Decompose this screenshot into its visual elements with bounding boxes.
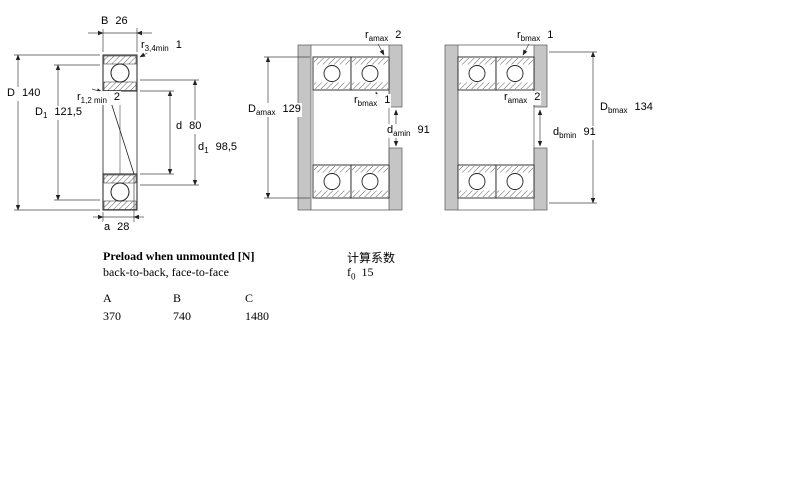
dim-label-D: D 140: [6, 87, 42, 102]
dim-subscript: 1: [42, 111, 48, 121]
dim-label-a: a 28: [103, 221, 131, 236]
dim-symbol: r: [365, 29, 369, 41]
dim-symbol: r: [517, 29, 521, 41]
dim-symbol: d: [198, 141, 205, 153]
technical-drawings-svg: [14, 28, 597, 222]
dim-subscript: amax: [507, 96, 528, 106]
dim-symbol: r: [141, 39, 145, 51]
preload-col-header-C: C: [245, 291, 254, 305]
dim-symbol: r: [504, 91, 508, 103]
dim-subscript: amax: [255, 108, 276, 118]
dim-value: 140: [21, 87, 41, 99]
dim-symbol: f: [347, 265, 351, 279]
dim-label-rbmax-pair1: rbmax 1: [353, 94, 392, 109]
bearing-cross-section-drawing: [14, 28, 199, 222]
dim-label-d: d 80: [175, 120, 203, 135]
dim-value: 129: [282, 103, 301, 115]
dim-symbol: a: [104, 221, 111, 233]
preload-value-A: 370: [103, 309, 121, 323]
dim-subscript: 1,2 min: [80, 96, 107, 106]
dim-value: 15: [361, 265, 374, 279]
dim-value: 91: [417, 124, 430, 136]
dim-value: 98,5: [215, 141, 237, 153]
dim-label-ramax-pair1: ramax 2: [364, 29, 403, 44]
dim-label-r34min: r3,4min 1: [140, 39, 183, 54]
preload-value-B: 740: [173, 309, 191, 323]
dim-subscript: bmax: [357, 99, 378, 109]
dim-label-ramax-pair2: ramax 2: [503, 91, 542, 106]
dim-subscript: amin: [393, 129, 411, 139]
dim-label-damin: damin 91: [386, 124, 431, 139]
dim-label-Dbmax: Dbmax 134: [599, 101, 654, 116]
dim-subscript: bmin: [559, 131, 577, 141]
dim-value: 91: [583, 126, 596, 138]
dim-symbol: B: [101, 15, 109, 27]
ball-top: [110, 63, 130, 83]
housing-section: [444, 44, 459, 211]
dimension-lines: [264, 43, 399, 199]
dim-symbol: D: [248, 103, 256, 115]
dim-label-Damax: Damax 129: [247, 103, 302, 118]
dim-subscript: 0: [351, 271, 356, 282]
contact-angle-line: [107, 92, 135, 175]
dim-value: 1: [547, 29, 554, 41]
preload-subtitle: back-to-back, face-to-face: [103, 265, 229, 279]
dim-value: 121,5: [54, 106, 82, 118]
dim-value: 2: [534, 91, 541, 103]
dim-value: 1: [384, 94, 391, 106]
dim-symbol: d: [387, 124, 394, 136]
dim-label-rbmax-pair2: rbmax 1: [516, 29, 555, 44]
dim-symbol: D: [600, 101, 608, 113]
dim-subscript: 3,4min: [144, 44, 169, 54]
shaft-shoulder-bottom: [388, 147, 403, 211]
dim-value: 80: [189, 120, 202, 132]
dim-symbol: r: [77, 91, 81, 103]
calculation-factors-title: 计算系数: [347, 251, 396, 265]
dim-value: 28: [117, 221, 130, 233]
dim-subscript: bmax: [520, 34, 541, 44]
housing-section: [297, 44, 312, 211]
dim-value: 1: [175, 39, 182, 51]
shaft-shoulder-bottom: [533, 147, 548, 211]
dim-label-D1: D1 121,5: [34, 106, 83, 121]
preload-col-header-A: A: [103, 291, 112, 305]
dim-subscript: 1: [204, 146, 209, 156]
dim-label-B: B 26: [100, 15, 129, 30]
dim-label-r12min: r1,2 min 2: [76, 91, 122, 106]
dim-symbol: d: [553, 126, 560, 138]
dim-value: 26: [115, 15, 128, 27]
calculation-factor-f0: f0 15: [347, 265, 374, 281]
dim-subscript: amax: [368, 34, 389, 44]
dim-value: 2: [395, 29, 402, 41]
dim-symbol: D: [7, 87, 15, 99]
ball-bottom: [110, 182, 130, 202]
bearing-pair-back-to-back-drawing: [264, 43, 403, 211]
dim-symbol: d: [176, 120, 183, 132]
dim-value: 2: [113, 91, 121, 103]
preload-value-C: 1480: [245, 309, 269, 323]
dim-symbol: D: [35, 106, 43, 118]
dim-label-dbmin: dbmin 91: [552, 126, 597, 141]
preload-title: Preload when unmounted [N]: [103, 249, 255, 263]
dim-label-d1: d1 98,5: [197, 141, 238, 156]
preload-col-header-B: B: [173, 291, 182, 305]
dim-subscript: bmax: [607, 106, 628, 116]
dim-value: 134: [634, 101, 653, 113]
dim-symbol: r: [354, 94, 358, 106]
dimension-lines: [14, 28, 199, 222]
